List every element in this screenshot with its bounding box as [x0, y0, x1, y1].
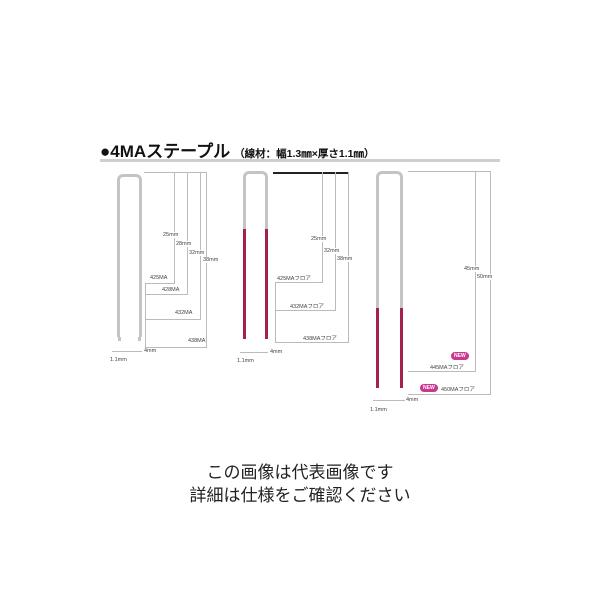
coated-leg-left: [243, 229, 246, 339]
staple-illustration: [243, 171, 268, 229]
wire-label: 1.1mm: [237, 358, 254, 364]
wire-label: 1.1mm: [110, 357, 127, 363]
width-label: 4mm: [406, 397, 419, 403]
model-frame: [145, 283, 146, 347]
width-dim-line: [373, 400, 405, 401]
model-label-450ma-floor: 450MAフロア: [441, 387, 475, 393]
model-line-432: [145, 319, 201, 320]
model-label-438ma: 438MA: [188, 338, 206, 344]
model-line-445: [408, 371, 476, 372]
section-title: ●4MAステープル（線材：幅1.3㎜×厚さ1.1㎜）: [100, 137, 374, 162]
dim-label-50: 50mm: [477, 274, 493, 280]
width-dim-line: [112, 351, 142, 352]
title-divider: [100, 159, 500, 162]
model-frame: [275, 282, 276, 342]
new-badge: NEW: [420, 384, 438, 392]
model-line-425: [145, 283, 175, 284]
staple-tip-left: [118, 337, 121, 341]
dim-label-45: 45mm: [464, 266, 480, 272]
dim-line-25: [322, 172, 323, 282]
width-label: 4mm: [144, 348, 157, 354]
model-label-445ma-floor: 445MAフロア: [430, 365, 464, 371]
model-line-438: [275, 342, 349, 343]
top-guide: [144, 172, 206, 173]
staple-illustration: [376, 171, 403, 308]
model-label-432ma: 432MA: [175, 310, 193, 316]
check-specs-notice: 詳細は仕様をご確認ください: [189, 486, 411, 506]
dim-label-38: 38mm: [203, 257, 219, 263]
dim-label-28: 28mm: [176, 241, 192, 247]
model-line-428: [145, 294, 188, 295]
model-label-425ma: 425MA: [150, 275, 168, 281]
model-line-432: [275, 310, 336, 311]
dim-line-32: [335, 172, 336, 310]
wire-spec: （線材：幅1.3㎜×厚さ1.1㎜）: [234, 148, 375, 160]
coated-leg-right: [265, 229, 268, 339]
dim-label-25: 25mm: [163, 232, 179, 238]
model-line-438: [145, 347, 207, 348]
model-line-425: [275, 282, 323, 283]
model-label-438ma-floor: 438MAフロア: [303, 336, 337, 342]
width-dim-line: [240, 352, 268, 353]
top-guide: [273, 172, 348, 174]
dim-line-50: [490, 171, 491, 394]
dim-label-25: 25mm: [311, 236, 327, 242]
dim-label-32: 32mm: [324, 248, 340, 254]
dim-line-28: [187, 172, 188, 294]
staple-tip-right: [138, 337, 141, 341]
width-label: 4mm: [270, 349, 283, 355]
staple-illustration: [117, 174, 142, 337]
coated-leg-left: [376, 308, 379, 388]
representative-image-notice: この画像は代表画像です: [206, 463, 394, 483]
dim-line-25: [174, 172, 175, 283]
model-label-432ma-floor: 432MAフロア: [290, 304, 324, 310]
new-badge: NEW: [451, 352, 469, 360]
model-label-428ma: 428MA: [162, 287, 180, 293]
dim-line-32: [200, 172, 201, 319]
model-label-425ma-floor: 425MAフロア: [277, 276, 311, 282]
model-line-450: [408, 394, 491, 395]
title-text: ●4MAステープル: [100, 142, 231, 161]
dim-label-38: 38mm: [337, 256, 353, 262]
top-guide: [408, 171, 491, 172]
wire-label: 1.1mm: [370, 407, 387, 413]
coated-leg-right: [400, 308, 403, 388]
dim-label-32: 32mm: [189, 250, 205, 256]
